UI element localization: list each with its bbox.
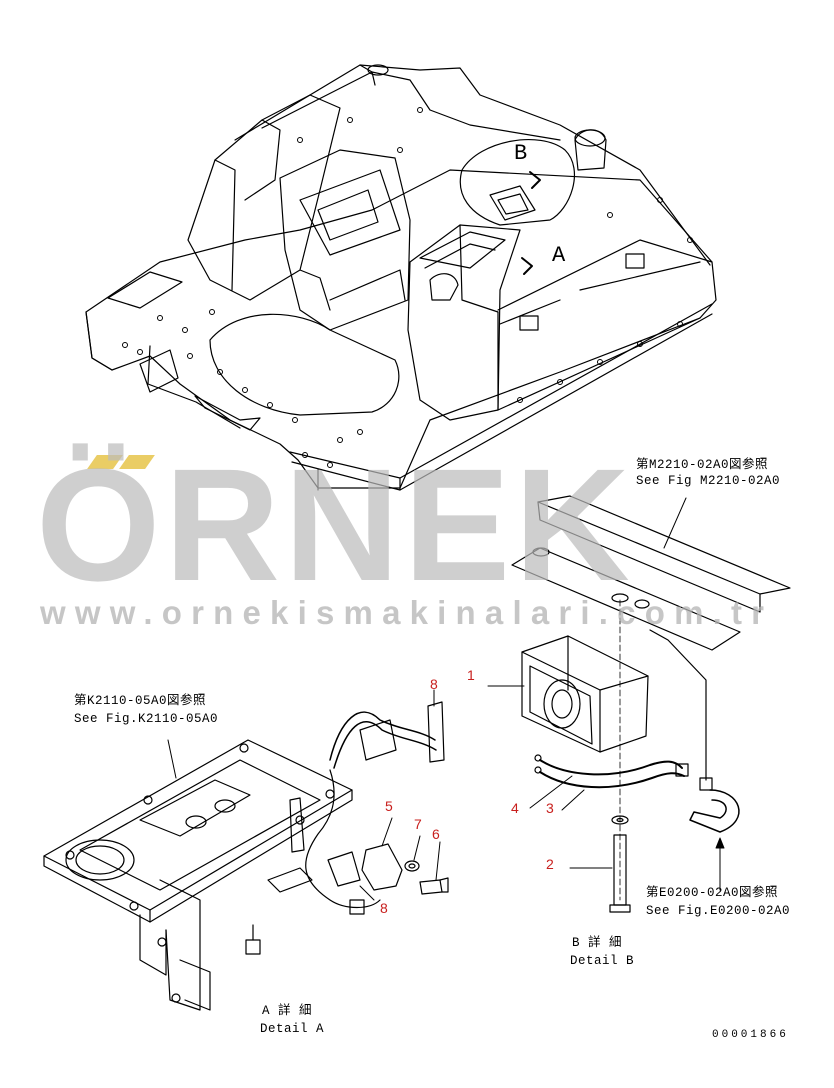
- part-number-8-lower: 8: [380, 900, 388, 916]
- part-number-6: 6: [432, 826, 440, 842]
- ref-m2210-ja: 第M2210-02A0図参照: [636, 458, 769, 472]
- ref-e0200-ja: 第E0200-02A0図参照: [646, 886, 779, 900]
- part-number-7: 7: [414, 816, 422, 832]
- part-number-3: 3: [546, 800, 554, 816]
- ref-k2110-en: See Fig.K2110-05A0: [74, 712, 219, 726]
- ref-m2210-en: See Fig M2210-02A0: [636, 474, 781, 488]
- detail-b-caption-ja: B 詳 細: [572, 936, 623, 950]
- detail-b-caption-en: Detail B: [570, 954, 635, 968]
- view-marker-a: A: [552, 243, 566, 268]
- detail-a-caption-ja: A 詳 細: [262, 1004, 313, 1018]
- ref-e0200-en: See Fig.E0200-02A0: [646, 904, 791, 918]
- cab-frame-assembly: [85, 64, 717, 491]
- part-number-1: 1: [467, 667, 475, 683]
- watermark-url: www.ornekismakinalari.com.tr: [40, 594, 774, 631]
- watermark-brand: ÖRNEK: [36, 435, 634, 614]
- ref-k2110-ja: 第K2110-05A0図参照: [74, 694, 207, 708]
- part-number-5: 5: [385, 798, 393, 814]
- detail-a-assembly: [43, 701, 449, 1011]
- detail-a-caption-en: Detail A: [260, 1022, 325, 1036]
- part-number-8-upper: 8: [430, 676, 438, 692]
- leader-lines: [167, 497, 725, 901]
- part-number-2: 2: [546, 856, 554, 872]
- view-marker-b: B: [514, 141, 528, 166]
- drawing-id: 00001866: [712, 1029, 789, 1041]
- detail-b-assembly: [511, 495, 791, 913]
- part-number-4: 4: [511, 800, 519, 816]
